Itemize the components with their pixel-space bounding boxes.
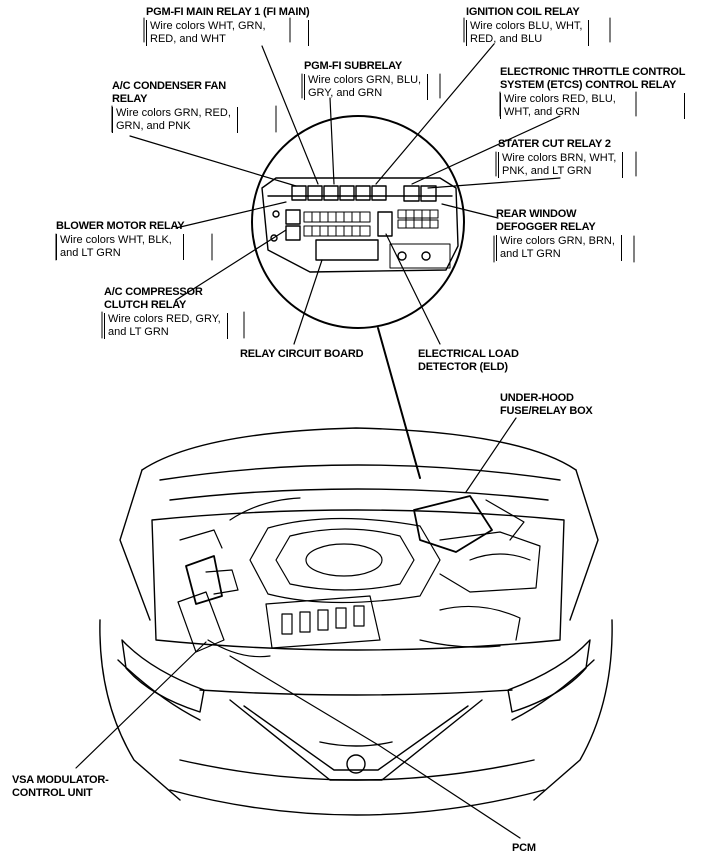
- leader-lines: [75, 43, 561, 839]
- engine: [177, 495, 541, 658]
- relay-left-lower: [285, 225, 301, 241]
- etcs-control-relay-title: ELECTRONIC THROTTLE CONTROL SYSTEM (ETCS…: [500, 66, 686, 91]
- label-pcm: PCM: [512, 842, 536, 854]
- starter-cut-relay-2-title: STATER CUT RELAY 2: [498, 138, 611, 150]
- blower-motor-relay-wires: Wire colors WHT, BLK, and LT GRN: [56, 234, 185, 260]
- ac-compressor-clutch-relay-title: A/C COMPRESSOR CLUTCH RELAY: [104, 286, 203, 311]
- label-ac-compressor-clutch-relay: A/C COMPRESSOR CLUTCH RELAY Wire colors …: [104, 286, 228, 339]
- relay-row-top: [291, 185, 437, 202]
- label-vsa-modulator-control-unit: VSA MODULATOR- CONTROL UNIT: [12, 774, 109, 799]
- starter-cut-relay-2-wires: Wire colors BRN, WHT, PNK, and LT GRN: [498, 152, 624, 178]
- pgmfi-subrelay-wires: Wire colors GRN, BLU, GRY, and GRN: [304, 74, 429, 100]
- label-pgmfi-subrelay: PGM-FI SUBRELAY Wire colors GRN, BLU, GR…: [304, 60, 429, 100]
- label-starter-cut-relay-2: STATER CUT RELAY 2 Wire colors BRN, WHT,…: [498, 138, 624, 178]
- rear-window-defogger-relay-title: REAR WINDOW DEFOGGER RELAY: [496, 208, 596, 233]
- label-blower-motor-relay: BLOWER MOTOR RELAY Wire colors WHT, BLK,…: [56, 220, 185, 260]
- label-ac-condenser-fan-relay: A/C CONDENSER FAN RELAY Wire colors GRN,…: [112, 80, 238, 133]
- vsa-unit-shape: [185, 555, 223, 605]
- relay-circuit-board-module: [315, 239, 379, 261]
- pgmfi-subrelay-title: PGM-FI SUBRELAY: [304, 60, 403, 72]
- ignition-coil-relay-wires: Wire colors BLU, WHT, RED, and BLU: [466, 20, 590, 46]
- eld-module: [377, 211, 393, 237]
- pgmfi-main-relay-title: PGM-FI MAIN RELAY 1 (FI MAIN): [146, 6, 310, 18]
- ac-condenser-fan-relay-wires: Wire colors GRN, RED, GRN, and PNK: [112, 107, 238, 133]
- under-hood-fuse-box: [413, 495, 493, 553]
- ignition-coil-relay-title: IGNITION COIL RELAY: [466, 6, 580, 18]
- relay-left-upper: [285, 209, 301, 225]
- blower-motor-relay-title: BLOWER MOTOR RELAY: [56, 220, 185, 232]
- label-eld: ELECTRICAL LOAD DETECTOR (ELD): [418, 348, 519, 373]
- fuse-strips: [303, 209, 439, 237]
- rear-window-defogger-relay-wires: Wire colors GRN, BRN, and LT GRN: [496, 235, 622, 261]
- ac-compressor-clutch-relay-wires: Wire colors RED, GRY, and LT GRN: [104, 313, 228, 339]
- pgmfi-main-relay-wires: Wire colors WHT, GRN, RED, and WHT: [146, 20, 310, 46]
- label-pgmfi-main-relay: PGM-FI MAIN RELAY 1 (FI MAIN) Wire color…: [146, 6, 310, 46]
- label-ignition-coil-relay: IGNITION COIL RELAY Wire colors BLU, WHT…: [466, 6, 590, 46]
- label-rear-window-defogger-relay: REAR WINDOW DEFOGGER RELAY Wire colors G…: [496, 208, 622, 261]
- label-relay-circuit-board: RELAY CIRCUIT BOARD: [240, 348, 364, 360]
- relay-box-magnifier: [251, 115, 465, 329]
- etcs-control-relay-wires: Wire colors RED, BLU, WHT, and GRN: [500, 93, 686, 119]
- label-etcs-control-relay: ELECTRONIC THROTTLE CONTROL SYSTEM (ETCS…: [500, 66, 685, 119]
- ac-condenser-fan-relay-title: A/C CONDENSER FAN RELAY: [112, 80, 226, 105]
- label-under-hood-fuse-relay-box: UNDER-HOOD FUSE/RELAY BOX: [500, 392, 593, 417]
- car-body: [99, 427, 613, 816]
